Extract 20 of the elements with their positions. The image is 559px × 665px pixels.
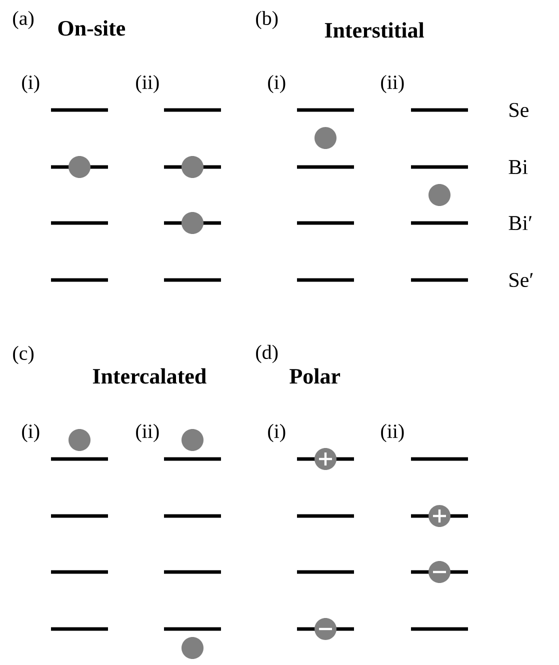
layer-label: Bi′ [508, 216, 532, 230]
panel-title: On-site [58, 20, 126, 36]
panel-label: (i) [268, 424, 286, 442]
panel-label: (i) [268, 74, 286, 94]
panel-title: Interstitial [324, 22, 424, 38]
panel-title: Polar [290, 368, 340, 384]
panel-label: (ii) [136, 424, 159, 442]
panel-label: (a) [13, 10, 34, 30]
panel-label: (i) [22, 424, 40, 442]
layer-label: Bi [508, 160, 528, 174]
layer-label: Se′ [510, 272, 533, 288]
panel-label: (d) [256, 344, 278, 364]
panel-label: (c) [13, 346, 34, 364]
panel-title: Intercalated [92, 368, 206, 384]
panel-label: (i) [22, 74, 40, 94]
panel-label: (ii) [381, 424, 404, 442]
panel-label: (ii) [136, 74, 159, 94]
layer-label: Se [510, 102, 528, 118]
panel-label: (b) [256, 10, 278, 30]
panel-label: (ii) [381, 74, 404, 94]
